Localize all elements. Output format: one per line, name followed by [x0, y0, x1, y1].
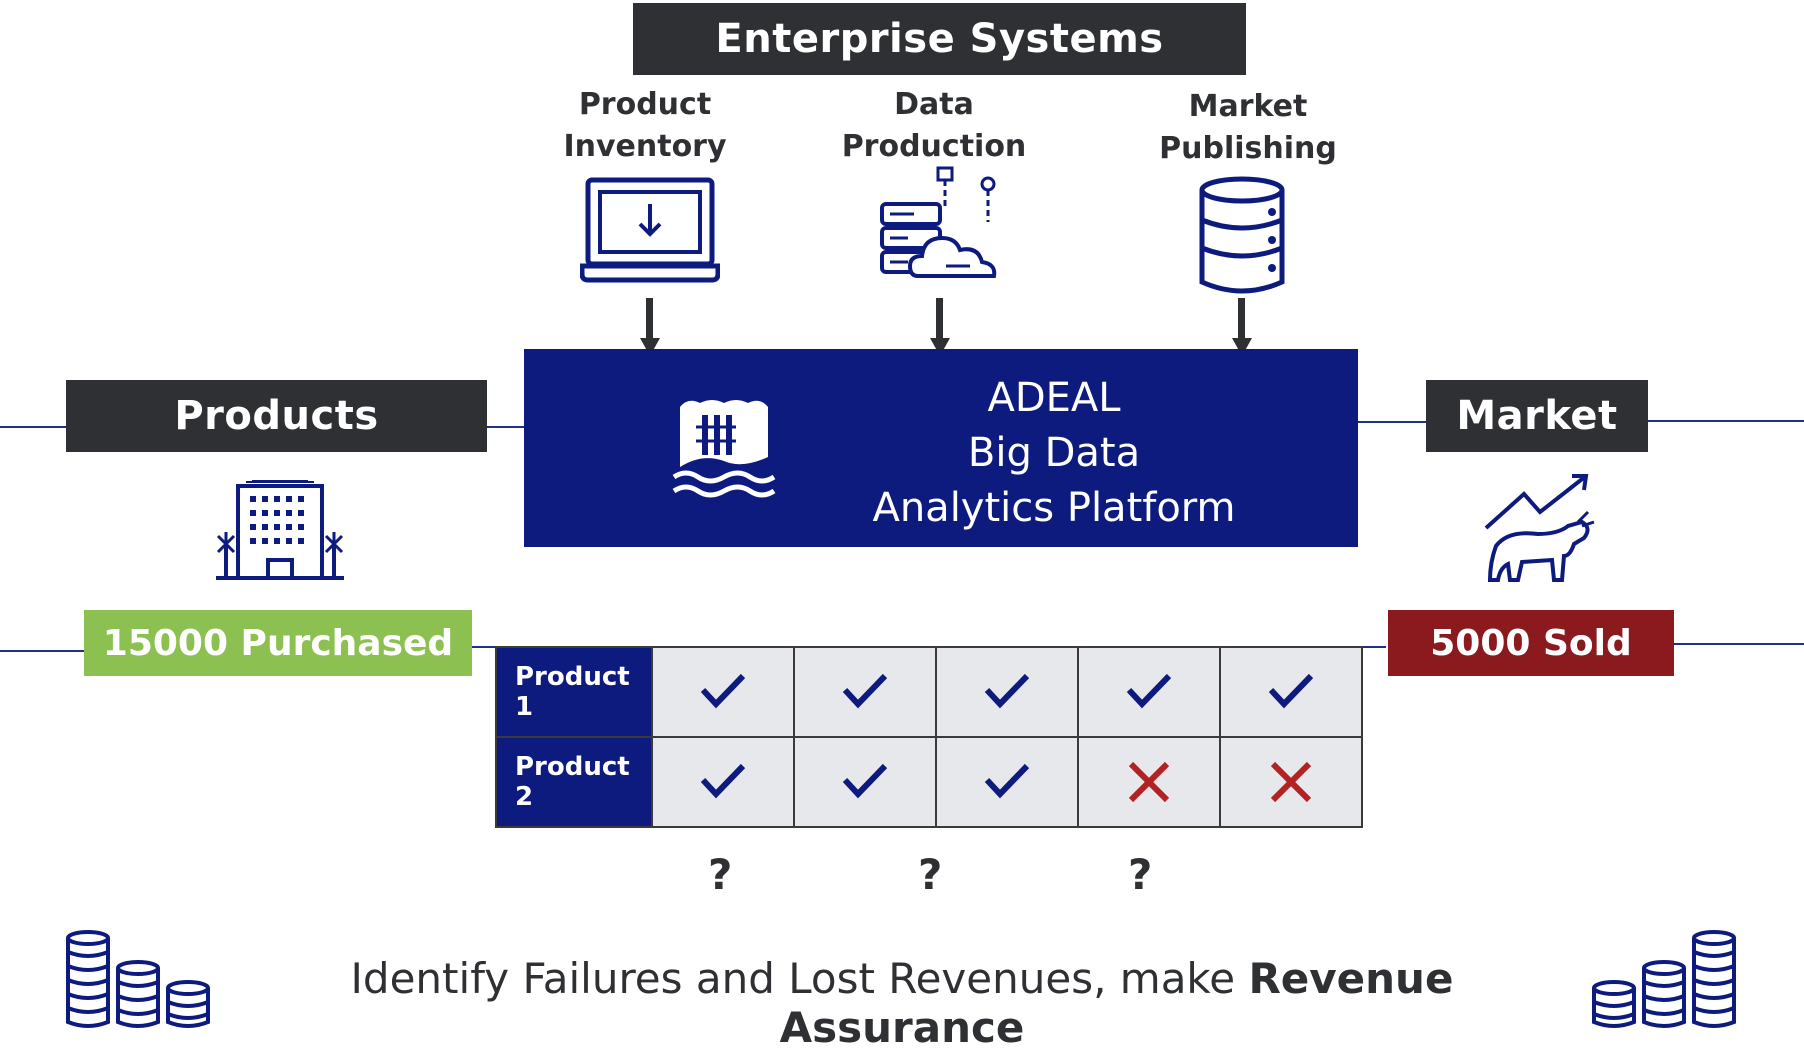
check-mark-icon	[651, 736, 795, 828]
connector-line-left-bottom	[0, 650, 84, 652]
question-mark-1: ?	[708, 850, 733, 899]
footer-text-regular: Identify Failures and Lost Revenues, mak…	[350, 954, 1249, 1003]
laptop-download-icon	[580, 176, 720, 284]
server-cloud-icon	[878, 166, 1002, 286]
check-mark-icon	[935, 646, 1079, 738]
check-mark-icon	[793, 736, 937, 828]
source-label-market-publishing: Market Publishing	[1159, 89, 1337, 166]
source-label-data-production: Data Production	[841, 87, 1027, 164]
check-mark-icon	[651, 646, 795, 738]
grid-row-label: Product 1	[495, 646, 653, 738]
grid-row-product-2: Product 2	[495, 736, 1363, 828]
check-mark-icon	[935, 736, 1079, 828]
check-mark-icon	[793, 646, 937, 738]
purchased-stat: 15000 Purchased	[84, 610, 472, 676]
connector-line-right-top	[1648, 420, 1804, 422]
purchased-stat-text: 15000 Purchased	[102, 622, 454, 664]
products-title: Products	[174, 393, 379, 439]
sold-stat: 5000 Sold	[1388, 610, 1674, 676]
connector-line-left-top	[0, 426, 66, 428]
grid-row-label: Product 2	[495, 736, 653, 828]
grid-row-product-1: Product 1	[495, 646, 1363, 738]
arrow-production	[930, 298, 950, 358]
enterprise-systems-header: Enterprise Systems	[633, 3, 1246, 75]
cross-mark-icon	[1077, 736, 1221, 828]
platform-title-line2: Big Data	[967, 430, 1141, 476]
database-icon	[1196, 176, 1288, 296]
cross-mark-icon	[1219, 736, 1363, 828]
data-lake-icon	[672, 397, 776, 501]
arrow-publishing	[1232, 298, 1252, 358]
platform-title-line1: ADEAL	[987, 375, 1121, 421]
footer-text: Identify Failures and Lost Revenues, mak…	[240, 954, 1564, 1052]
products-header: Products	[66, 380, 487, 452]
arrow-inventory	[640, 298, 660, 358]
check-mark-icon	[1219, 646, 1363, 738]
market-title: Market	[1456, 393, 1618, 439]
enterprise-systems-title: Enterprise Systems	[715, 16, 1164, 62]
buildings-icon	[216, 480, 344, 580]
connector-line-right-mid	[1358, 421, 1426, 423]
question-mark-3: ?	[1128, 850, 1153, 899]
coin-stacks-icon-right	[1590, 930, 1740, 1030]
check-mark-icon	[1077, 646, 1221, 738]
product-check-grid: Product 1 Product 2	[495, 646, 1363, 828]
source-label-product-inventory: Product Inventory	[563, 87, 727, 164]
question-mark-2: ?	[918, 850, 943, 899]
market-header: Market	[1426, 380, 1648, 452]
analytics-platform-box: ADEAL Big Data Analytics Platform	[524, 349, 1358, 547]
platform-title-line3: Analytics Platform	[872, 485, 1236, 531]
coin-stacks-icon-left	[64, 930, 214, 1030]
connector-line-left-mid	[487, 426, 525, 428]
connector-line-right-bottom	[1672, 643, 1804, 645]
sold-stat-text: 5000 Sold	[1430, 622, 1632, 664]
bull-market-icon	[1478, 472, 1598, 586]
